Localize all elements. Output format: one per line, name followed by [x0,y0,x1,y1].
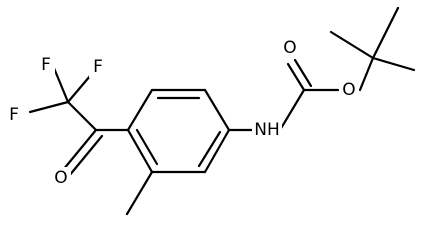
mask-o-carbonyl [280,37,300,59]
mask-nh [252,119,282,141]
bond-carbamate-co-2 [293,58,313,88]
ring-double-right [197,130,222,168]
atom-o-ketone: O [54,168,67,188]
atom-nh: NH [254,120,280,140]
bond-tbu-me-left [329,30,375,60]
mask-f-mid [89,56,107,78]
bond-tbu-me-right [371,56,416,72]
bond-ketone-co-1 [61,128,98,172]
atom-f-top: F [41,55,51,75]
mask-f-left [5,104,23,126]
mask-o-ketone [51,167,71,189]
bond-tbu-me-up [371,6,400,60]
atom-f-mid: F [93,57,103,77]
bond-c-f-left [28,100,70,114]
atom-o-ester: O [342,80,355,100]
atom-o-carbonyl: O [283,38,296,58]
chemical-structure: F F F O NH O O [5,6,416,216]
bond-methyl [125,170,154,216]
mask-o-ester [339,79,359,101]
bond-nh-carbamate [278,88,306,132]
bond-o-tbu [358,56,375,92]
ring-bond-3 [203,88,231,132]
ring-bond-6 [126,128,154,174]
mask-f-top [37,54,55,76]
bond-cf3-carbonyl [66,100,98,132]
ring-double-left [135,128,159,166]
atom-f-left: F [9,105,19,125]
bond-ketone-co-2 [67,134,104,178]
ring-bond-1 [126,88,154,132]
bond-c-f-mid [66,74,92,104]
ring-bond-4 [203,128,231,174]
bond-carbamate-co-1 [286,62,306,92]
